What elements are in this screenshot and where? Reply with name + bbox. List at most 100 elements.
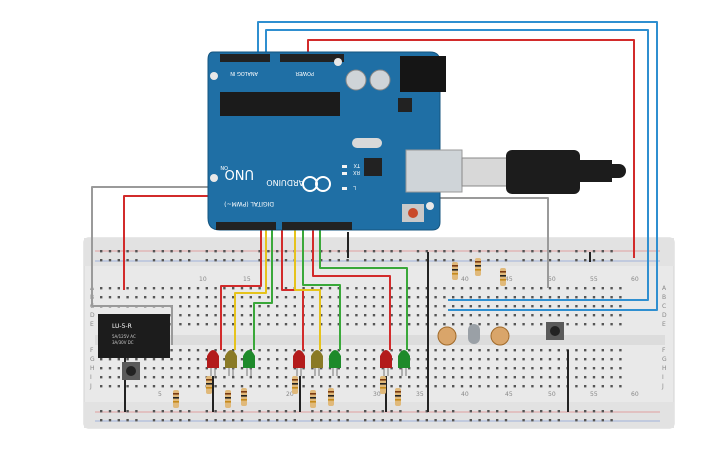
breadboard-hole[interactable] [161,296,164,299]
breadboard-hole[interactable] [408,296,411,299]
breadboard-hole[interactable] [381,367,384,370]
breadboard-hole[interactable] [276,410,279,413]
breadboard-hole[interactable] [416,419,420,422]
breadboard-hole[interactable] [452,323,455,326]
breadboard-hole[interactable] [522,349,525,352]
breadboard-hole[interactable] [452,376,455,379]
breadboard-hole[interactable] [381,323,384,326]
breadboard-hole[interactable] [548,259,552,262]
breadboard-hole[interactable] [601,305,604,308]
breadboard-hole[interactable] [548,287,552,290]
breadboard-hole[interactable] [223,385,226,388]
breadboard-hole[interactable] [531,385,534,388]
breadboard-hole[interactable] [469,367,472,370]
breadboard-hole[interactable] [214,287,217,290]
breadboard-hole[interactable] [135,419,138,422]
breadboard-hole[interactable] [328,385,332,388]
breadboard-hole[interactable] [434,419,437,422]
breadboard-hole[interactable] [337,419,340,422]
breadboard-hole[interactable] [170,259,173,262]
led[interactable] [329,350,341,376]
breadboard-hole[interactable] [548,376,552,379]
breadboard-hole[interactable] [135,287,138,290]
breadboard-hole[interactable] [548,358,552,361]
breadboard-hole[interactable] [390,385,393,388]
breadboard-hole[interactable] [416,305,420,308]
breadboard-hole[interactable] [346,296,349,299]
breadboard-hole[interactable] [434,314,437,317]
breadboard-hole[interactable] [258,259,261,262]
breadboard-hole[interactable] [100,367,103,370]
breadboard-hole[interactable] [364,296,367,299]
breadboard-hole[interactable] [460,323,464,326]
breadboard-hole[interactable] [214,349,217,352]
breadboard-hole[interactable] [284,314,288,317]
breadboard-hole[interactable] [425,250,428,253]
breadboard-hole[interactable] [188,314,191,317]
breadboard-hole[interactable] [293,410,296,413]
led[interactable] [311,350,323,376]
breadboard-hole[interactable] [496,358,499,361]
breadboard-hole[interactable] [328,323,332,326]
breadboard-hole[interactable] [522,410,525,413]
breadboard-hole[interactable] [548,349,552,352]
breadboard-hole[interactable] [240,419,244,422]
breadboard-hole[interactable] [240,287,244,290]
breadboard-hole[interactable] [302,287,305,290]
breadboard-hole[interactable] [390,323,393,326]
breadboard-hole[interactable] [584,385,587,388]
breadboard-hole[interactable] [276,349,279,352]
breadboard-hole[interactable] [522,250,525,253]
breadboard-hole[interactable] [434,287,437,290]
breadboard-hole[interactable] [188,296,191,299]
breadboard-hole[interactable] [179,367,182,370]
breadboard-hole[interactable] [540,349,543,352]
breadboard-hole[interactable] [452,296,455,299]
breadboard-hole[interactable] [135,358,138,361]
breadboard-hole[interactable] [258,314,261,317]
breadboard-hole[interactable] [416,367,420,370]
breadboard-hole[interactable] [557,250,560,253]
breadboard-hole[interactable] [425,410,428,413]
breadboard-hole[interactable] [161,385,164,388]
breadboard-hole[interactable] [504,410,508,413]
breadboard-hole[interactable] [214,385,217,388]
breadboard-hole[interactable] [223,296,226,299]
breadboard-hole[interactable] [179,314,182,317]
breadboard-hole[interactable] [337,296,340,299]
breadboard-hole[interactable] [460,314,464,317]
breadboard-hole[interactable] [443,349,446,352]
breadboard-hole[interactable] [416,358,420,361]
breadboard-hole[interactable] [337,314,340,317]
breadboard-hole[interactable] [293,305,296,308]
breadboard-hole[interactable] [487,367,490,370]
breadboard-hole[interactable] [540,323,543,326]
breadboard-hole[interactable] [487,259,490,262]
breadboard-hole[interactable] [566,314,569,317]
breadboard-hole[interactable] [364,349,367,352]
breadboard-hole[interactable] [504,250,508,253]
breadboard-hole[interactable] [311,287,314,290]
breadboard-hole[interactable] [592,410,596,413]
breadboard-hole[interactable] [601,367,604,370]
breadboard-hole[interactable] [548,367,552,370]
breadboard-hole[interactable] [601,323,604,326]
breadboard-hole[interactable] [355,385,358,388]
breadboard-hole[interactable] [575,419,578,422]
breadboard-hole[interactable] [619,305,622,308]
breadboard-hole[interactable] [557,296,560,299]
breadboard-hole[interactable] [355,349,358,352]
breadboard-hole[interactable] [434,376,437,379]
breadboard-hole[interactable] [232,314,235,317]
breadboard-hole[interactable] [443,419,446,422]
breadboard-hole[interactable] [100,376,103,379]
breadboard-hole[interactable] [584,323,587,326]
breadboard-hole[interactable] [531,410,534,413]
breadboard-hole[interactable] [584,314,587,317]
breadboard-hole[interactable] [575,323,578,326]
breadboard-hole[interactable] [575,367,578,370]
breadboard-hole[interactable] [487,250,490,253]
breadboard-hole[interactable] [364,410,367,413]
breadboard-hole[interactable] [267,250,270,253]
breadboard-hole[interactable] [276,385,279,388]
